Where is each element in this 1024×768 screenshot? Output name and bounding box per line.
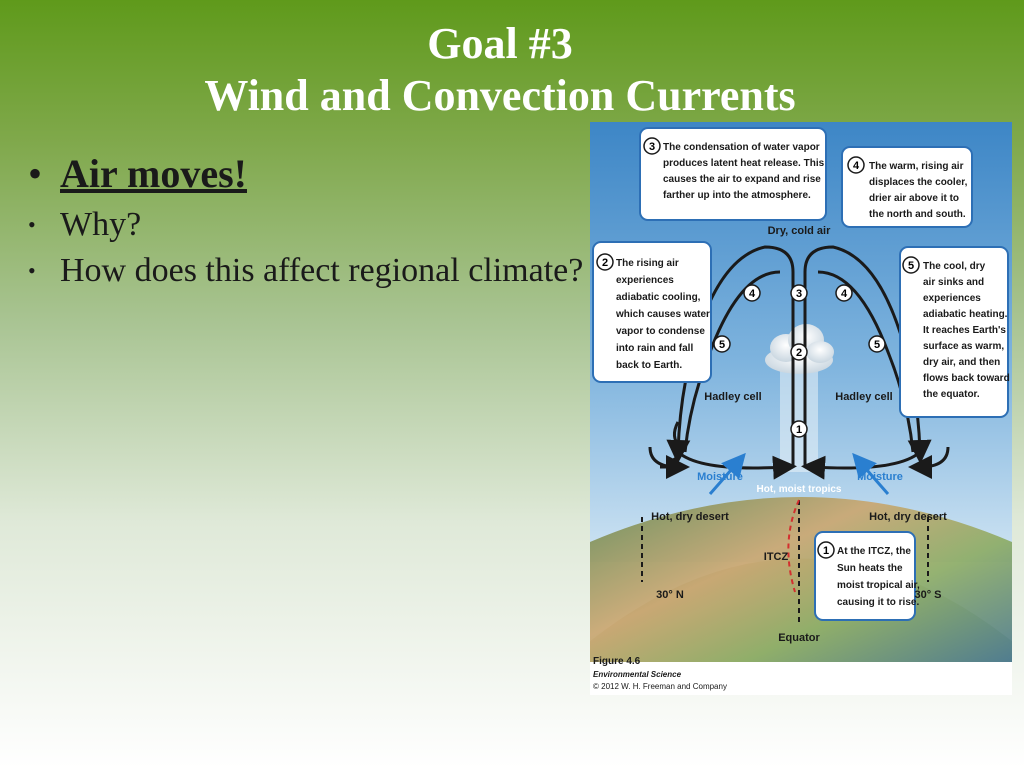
- hadley-cell-figure: 3 The condensation of water vapor produc…: [530, 122, 1024, 695]
- hadley-cell-right-label: Hadley cell: [835, 391, 892, 403]
- bullet-item: • Why?: [28, 202, 588, 248]
- bullet-item: • How does this affect regional climate?: [28, 248, 588, 294]
- hadley-cell-diagram: 3 The condensation of water vapor produc…: [530, 122, 1024, 695]
- marker-4-right: 4: [841, 288, 848, 300]
- figure-book: Environmental Science: [593, 670, 682, 679]
- svg-text:The condensation of water vapo: The condensation of water vapor produces…: [663, 142, 827, 201]
- figure-copyright: © 2012 W. H. Freeman and Company: [593, 682, 727, 691]
- callout-number: 3: [649, 141, 655, 153]
- title-line-1: Goal #3: [427, 19, 573, 68]
- lat-30n-label: 30° N: [656, 589, 684, 601]
- callout-5: 5 The cool, dry air sinks and experience…: [899, 246, 1012, 418]
- slide-title: Goal #3 Wind and Convection Currents: [0, 18, 1000, 122]
- hot-moist-tropics-label: Hot, moist tropics: [756, 484, 841, 495]
- latitude-lines: [641, 500, 929, 622]
- marker-1: 1: [796, 424, 802, 436]
- marker-2: 2: [796, 347, 802, 359]
- bullet-list: • Air moves! • Why? • How does this affe…: [28, 150, 588, 294]
- dry-cold-air-label: Dry, cold air: [768, 225, 831, 237]
- step-markers: 4 3 4 5 2 5 1: [713, 284, 886, 438]
- marker-5-right: 5: [874, 339, 880, 351]
- bullet-icon: •: [28, 212, 36, 237]
- moisture-left-label: Moisture: [697, 471, 743, 483]
- bullet-text: Why?: [60, 206, 142, 243]
- desert-left-label: Hot, dry desert: [651, 511, 729, 523]
- marker-5-left: 5: [719, 339, 725, 351]
- title-line-2: Wind and Convection Currents: [204, 71, 796, 120]
- lat-30s-label: 30° S: [914, 589, 941, 601]
- svg-text:The cool, dry air sinks: The cool, dry air sinks and experiences …: [923, 261, 1012, 400]
- callout-number: 5: [908, 260, 914, 272]
- svg-text:The warm, rising air dis: The warm, rising air displaces the coole…: [869, 161, 970, 220]
- moisture-right-label: Moisture: [857, 471, 903, 483]
- itcz-line: [787, 499, 800, 593]
- svg-text:The rising air experienc: The rising air experiences adiabatic coo…: [615, 258, 713, 371]
- callout-number: 1: [823, 545, 829, 557]
- equator-label: Equator: [778, 632, 820, 644]
- callout-4: 4 The warm, rising air displaces the coo…: [841, 146, 973, 228]
- marker-3: 3: [796, 288, 802, 300]
- caption-band: [590, 662, 1012, 695]
- bullet-icon: •: [28, 258, 36, 283]
- desert-right-label: Hot, dry desert: [869, 511, 947, 523]
- callout-3: 3 The condensation of water vapor produc…: [639, 127, 827, 221]
- bullet-text: Air moves!: [60, 151, 247, 196]
- callout-number: 4: [853, 160, 860, 172]
- figure-number: Figure 4.6: [593, 656, 641, 667]
- moisture-arrow-right: [852, 452, 890, 495]
- callout-1: 1 At the ITCZ, the Sun heats the moist t…: [814, 531, 923, 621]
- rain-shaft: [780, 367, 818, 472]
- svg-text:At the ITCZ, the Sun hea: At the ITCZ, the Sun heats the moist tro…: [837, 546, 923, 608]
- hadley-cell-left-label: Hadley cell: [704, 391, 761, 403]
- itcz-label: ITCZ: [764, 551, 789, 563]
- bullet-item: • Air moves!: [28, 150, 588, 198]
- moisture-arrow-left: [708, 452, 746, 495]
- callout-number: 2: [602, 257, 608, 269]
- callout-2: 2 The rising air experiences adiabatic c…: [592, 241, 713, 383]
- marker-4-left: 4: [749, 288, 756, 300]
- bullet-icon: •: [28, 151, 43, 196]
- bullet-text: How does this affect regional climate?: [60, 252, 584, 289]
